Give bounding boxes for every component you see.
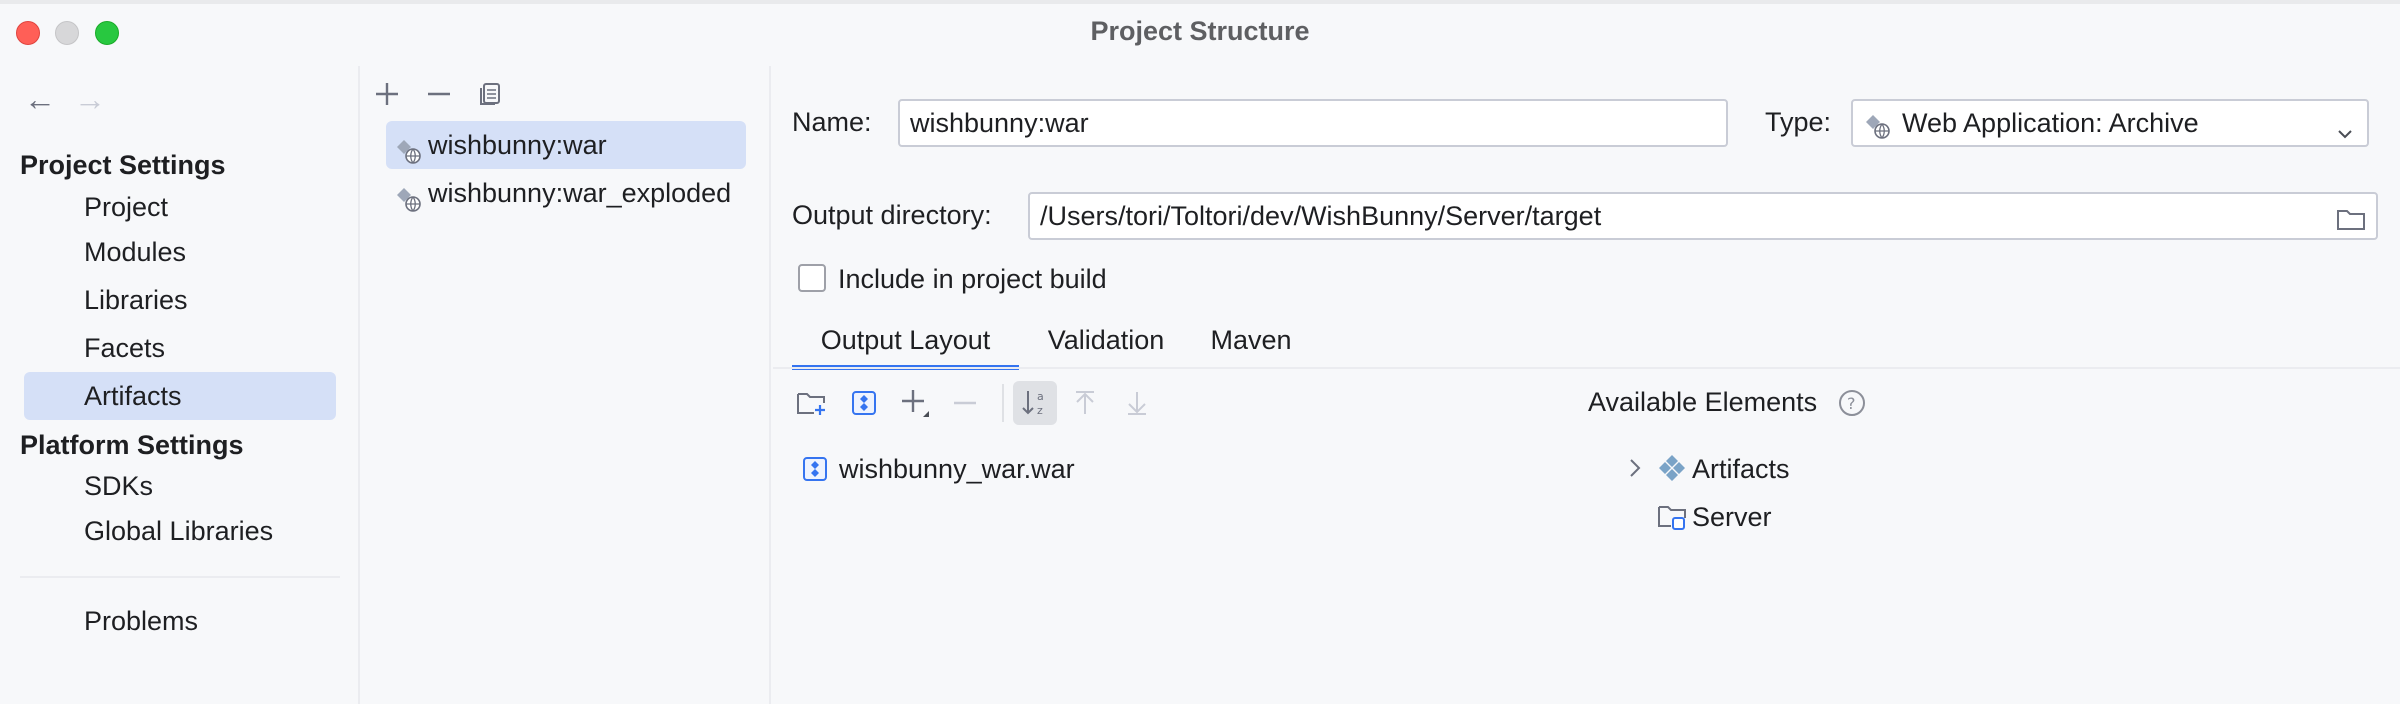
sidebar-item-sdks[interactable]: SDKs [84, 471, 154, 501]
output-directory-label: Output directory: [792, 200, 992, 230]
web-archive-icon [1863, 109, 1891, 139]
svg-text:z: z [1037, 404, 1043, 417]
remove-icon [945, 383, 985, 423]
chevron-right-icon[interactable] [1623, 456, 1647, 480]
archive-icon[interactable] [844, 383, 884, 423]
module-folder-icon [1657, 502, 1687, 532]
platform-settings-heading: Platform Settings [20, 430, 244, 460]
tab-output-layout[interactable]: Output Layout [792, 316, 1019, 370]
plus-icon[interactable] [367, 74, 407, 114]
available-elements-label: Available Elements [1588, 387, 1818, 417]
settings-sidebar: ← → Project Settings Project Modules Lib… [0, 66, 360, 704]
name-field[interactable]: wishbunny:war [898, 99, 1728, 147]
artifact-item-war-exploded[interactable]: wishbunny:war_exploded [386, 169, 746, 217]
type-dropdown[interactable]: Web Application: Archive [1851, 99, 2369, 147]
output-directory-value: /Users/tori/Toltori/dev/WishBunny/Server… [1040, 201, 1602, 231]
window-title: Project Structure [1090, 16, 1310, 46]
move-up-icon [1065, 383, 1105, 423]
tab-divider [773, 367, 2400, 369]
sidebar-item-libraries[interactable]: Libraries [84, 285, 188, 315]
toolbar-separator [1002, 384, 1004, 422]
close-window-button[interactable] [16, 21, 40, 45]
sidebar-item-global-libraries[interactable]: Global Libraries [84, 516, 274, 546]
zoom-window-button[interactable] [95, 21, 119, 45]
sidebar-item-problems[interactable]: Problems [84, 606, 199, 636]
sidebar-item-facets[interactable]: Facets [84, 333, 166, 363]
chevron-down-icon [2335, 113, 2355, 139]
sidebar-item-project[interactable]: Project [84, 192, 169, 222]
type-label: Type: [1765, 107, 1832, 137]
sidebar-item-modules[interactable]: Modules [84, 237, 187, 267]
artifact-item-label: wishbunny:war [428, 130, 607, 160]
tab-validation[interactable]: Validation [1047, 325, 1165, 355]
new-folder-icon[interactable] [792, 383, 832, 423]
output-directory-field[interactable]: /Users/tori/Toltori/dev/WishBunny/Server… [1028, 192, 2378, 240]
include-build-checkbox[interactable] [798, 264, 826, 292]
war-archive-icon [802, 456, 828, 482]
artifact-item-label: wishbunny:war_exploded [428, 178, 732, 208]
project-settings-heading: Project Settings [20, 150, 226, 180]
include-build-label: Include in project build [838, 264, 1107, 294]
sidebar-item-artifacts[interactable]: Artifacts [24, 372, 336, 420]
type-dropdown-value: Web Application: Archive [1902, 108, 2199, 138]
minus-icon[interactable] [419, 74, 459, 114]
help-icon[interactable]: ? [1837, 388, 1867, 418]
available-element-server[interactable]: Server [1692, 502, 1772, 532]
move-down-icon [1117, 383, 1157, 423]
arrow-left-icon[interactable]: ← [24, 81, 56, 117]
title-bar: Project Structure [0, 0, 2400, 66]
title-bar-top-strip [0, 0, 2400, 4]
svg-text:?: ? [1847, 394, 1856, 413]
tab-maven[interactable]: Maven [1210, 325, 1292, 355]
add-icon[interactable] [895, 383, 935, 423]
svg-text:a: a [1037, 390, 1044, 403]
minimize-window-button[interactable] [55, 21, 79, 45]
web-archive-icon [394, 180, 422, 212]
web-archive-icon [394, 132, 422, 164]
available-element-artifacts[interactable]: Artifacts [1692, 454, 1790, 484]
arrow-right-icon: → [74, 81, 106, 117]
artifact-list-panel: wishbunny:war wishbunny:war_exploded [361, 66, 771, 704]
artifact-item-war[interactable]: wishbunny:war [386, 121, 746, 169]
artifact-detail-pane: Name: wishbunny:war Type: Web Applicatio… [773, 66, 2400, 704]
copy-icon[interactable] [471, 74, 511, 114]
sidebar-divider [20, 576, 340, 578]
folder-browse-icon[interactable] [2336, 202, 2366, 230]
artifacts-icon [1657, 453, 1687, 483]
name-label: Name: [792, 107, 872, 137]
layout-root-item[interactable]: wishbunny_war.war [839, 454, 1075, 484]
